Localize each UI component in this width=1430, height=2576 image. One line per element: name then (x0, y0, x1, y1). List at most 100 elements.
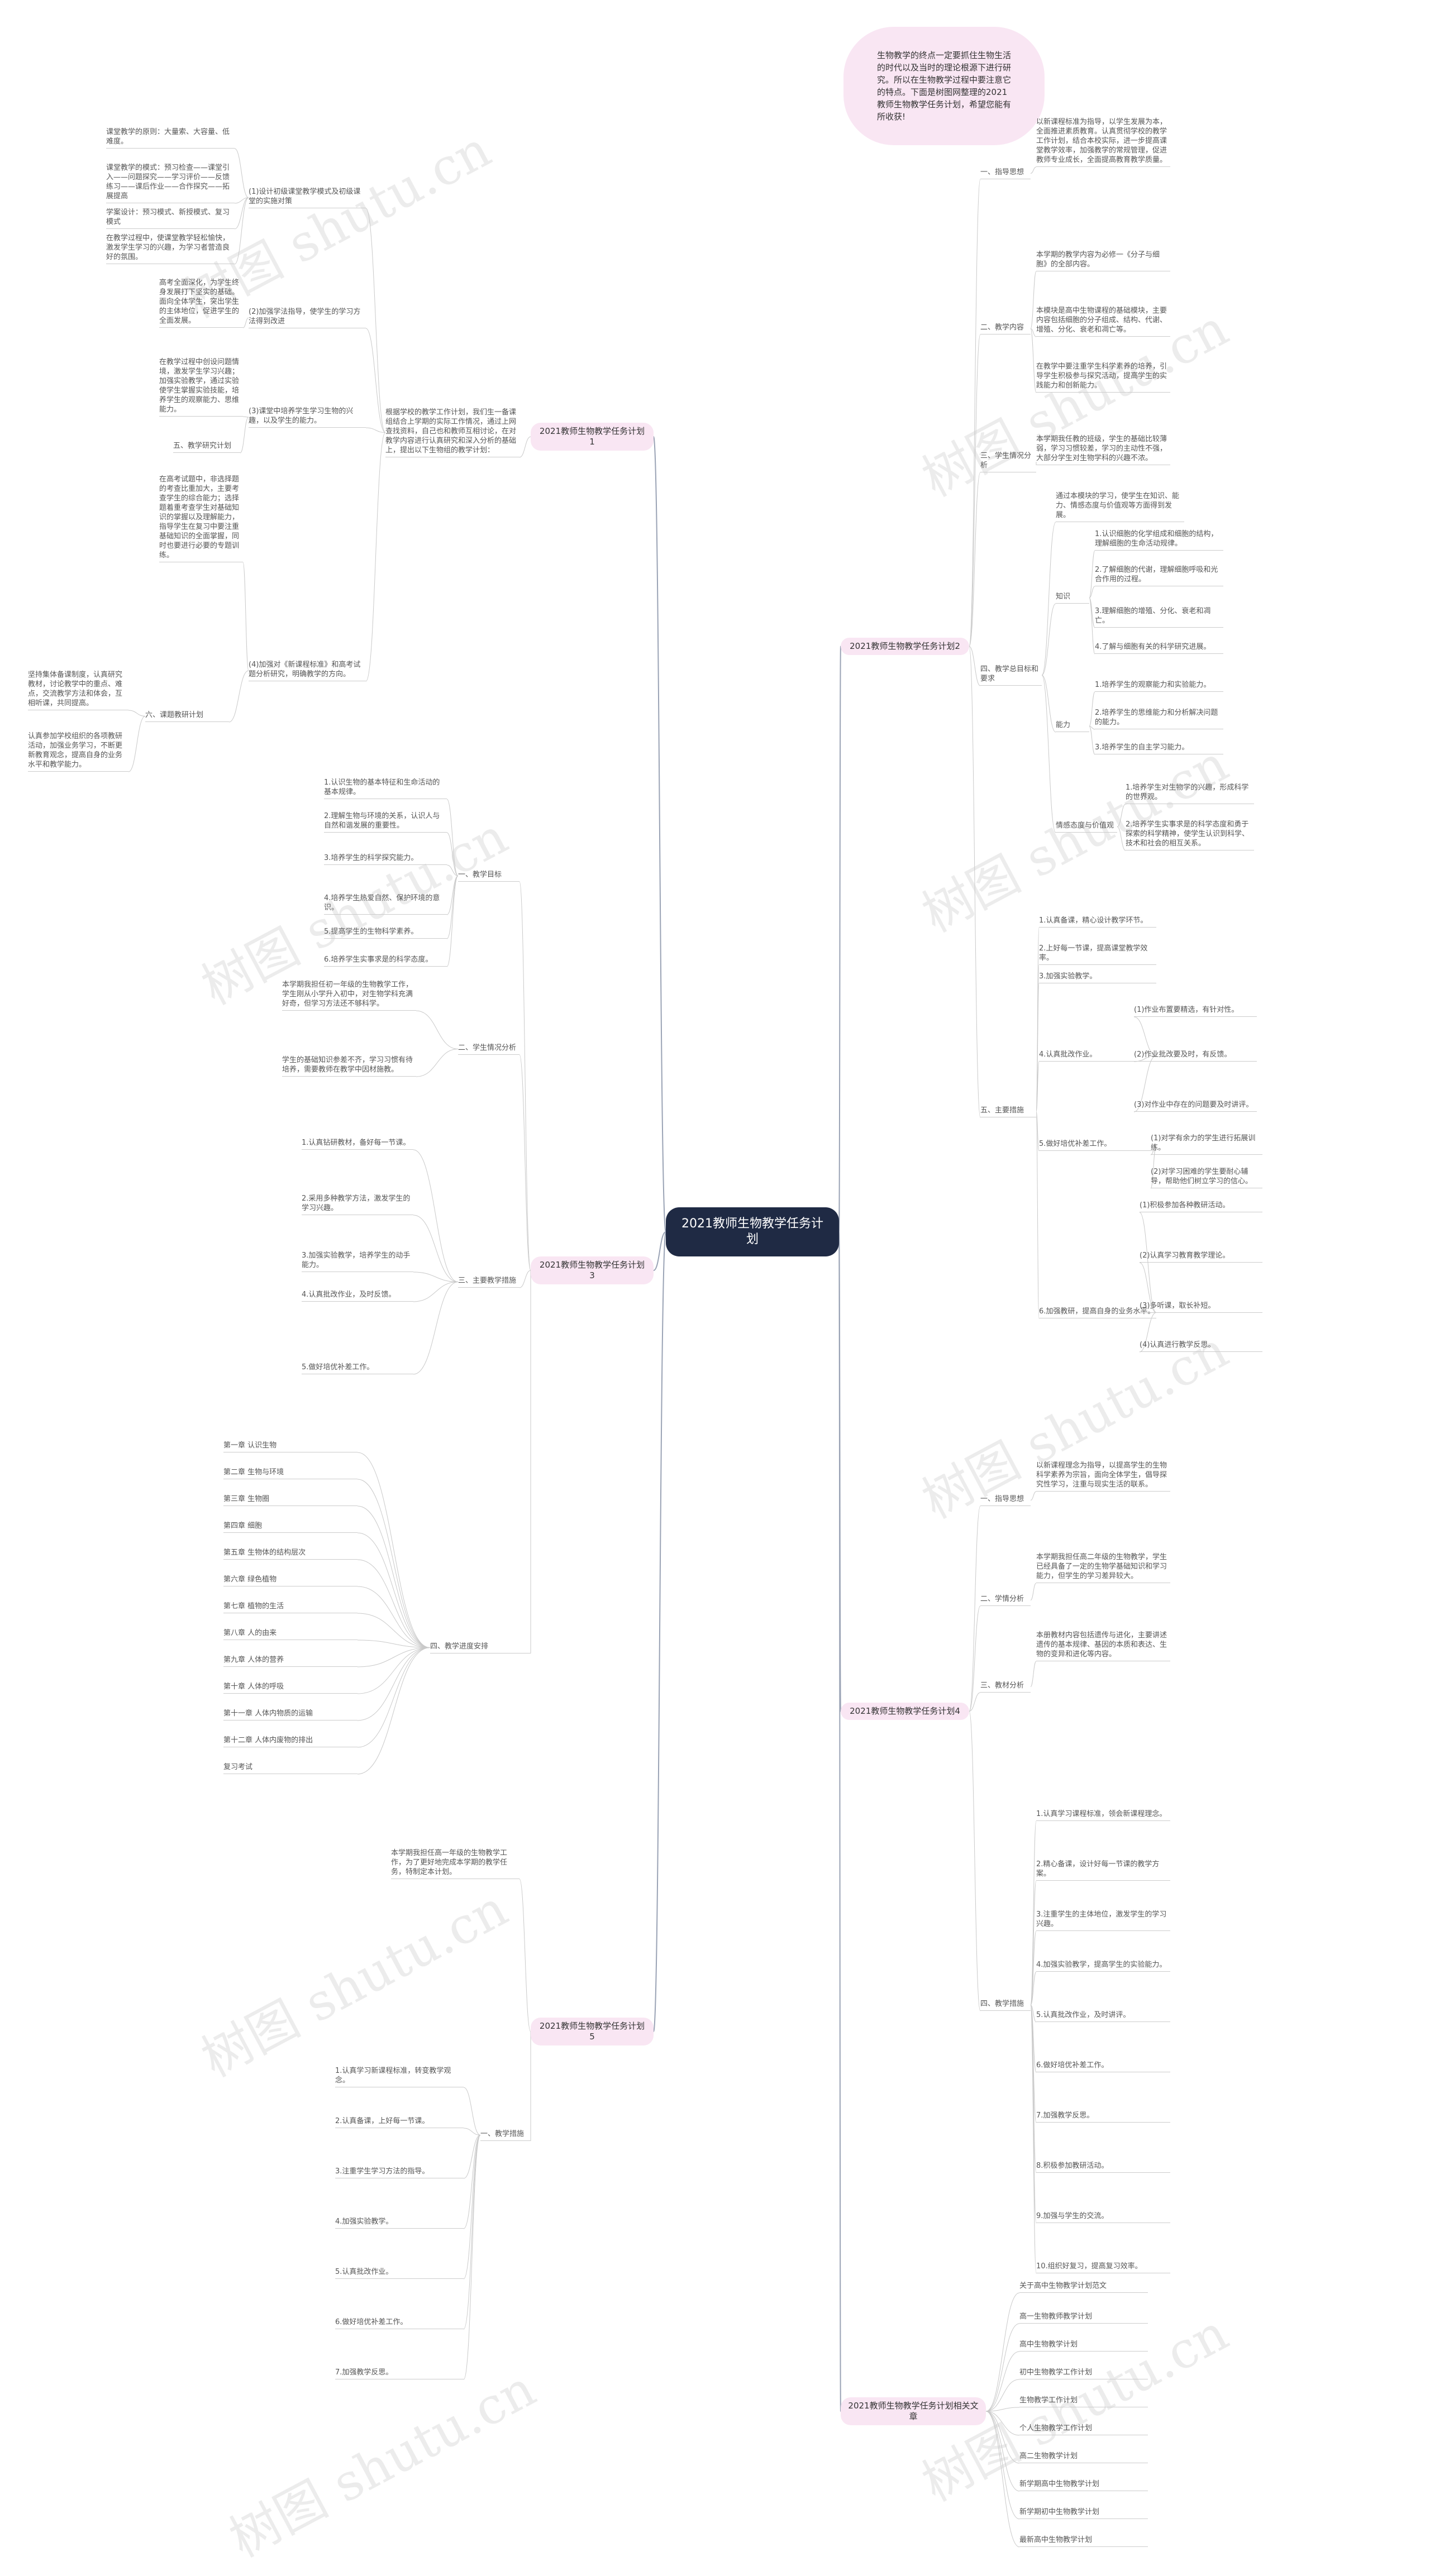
topic-node[interactable]: 四、教学总目标和要求 (980, 665, 1042, 686)
topic-node[interactable]: 通过本模块的学习，使学生在知识、能力、情感态度与价值观等方面得到发展。 (1056, 491, 1184, 522)
topic-node[interactable]: 6.培养学生实事求是的科学态度。 (324, 955, 447, 967)
branch-topic[interactable]: 2021教师生物教学任务计划相关文章 (841, 2397, 986, 2425)
topic-node[interactable]: 知识 (1056, 592, 1089, 604)
central-topic[interactable]: 2021教师生物教学任务计划 (666, 1207, 839, 1256)
topic-node[interactable]: 6.做好培优补差工作。 (1036, 2061, 1170, 2072)
topic-node[interactable]: 三、学生情况分析 (980, 451, 1036, 472)
topic-node[interactable]: 5.认真批改作业。 (335, 2267, 464, 2279)
topic-node[interactable]: 1.认真钻研教材，备好每一节课。 (302, 1138, 413, 1150)
topic-node[interactable]: 第四章 细胞 (223, 1521, 358, 1533)
topic-node[interactable]: 1.培养学生对生物学的兴趣，形成科学的世界观。 (1126, 783, 1254, 804)
topic-node[interactable]: 2.培养学生实事求是的科学态度和勇于探索的科学精神，使学生认识到科学、技术和社会… (1126, 820, 1254, 850)
topic-node[interactable]: 新学期高中生物教学计划 (1019, 2479, 1148, 2491)
topic-node[interactable]: (3)多听课，取长补短。 (1140, 1301, 1262, 1313)
topic-node[interactable]: (2)认真学习教育教学理论。 (1140, 1251, 1262, 1263)
topic-node[interactable]: 6.加强教研，提高自身的业务水平。 (1039, 1307, 1156, 1318)
topic-node[interactable]: 在高考试题中，非选择题的考查比重加大，主要考查学生的综合能力；选择题着重考查学生… (159, 475, 243, 562)
topic-node[interactable]: 四、教学进度安排 (430, 1642, 531, 1653)
topic-node[interactable]: 坚持集体备课制度，认真研究教材，讨论教学中的重点、难点，交流教学方法和体会，互相… (28, 670, 128, 710)
topic-node[interactable]: (2)对学习困难的学生要耐心辅导，帮助他们树立学习的信心。 (1151, 1167, 1262, 1188)
topic-node[interactable]: 本学期我任教的班级，学生的基础比较薄弱，学习习惯较差，学习的主动性不强，大部分学… (1036, 434, 1170, 465)
topic-node[interactable]: 六、课题教研计划 (145, 710, 229, 722)
branch-topic[interactable]: 2021教师生物教学任务计划1 (531, 423, 654, 451)
topic-node[interactable]: 5.认真批改作业，及时讲评。 (1036, 2010, 1170, 2022)
topic-node[interactable]: 10.组织好复习，提高复习效率。 (1036, 2262, 1170, 2273)
topic-node[interactable]: 学案设计：预习模式、新授模式、复习模式 (106, 208, 235, 229)
topic-node[interactable]: 3.培养学生的科学探究能力。 (324, 853, 447, 865)
topic-node[interactable]: 1.认真学习课程标准，领会新课程理念。 (1036, 1809, 1170, 1821)
topic-node[interactable]: 5.做好培优补差工作。 (1039, 1139, 1156, 1151)
topic-node[interactable]: 5.提高学生的生物科学素养。 (324, 927, 447, 939)
topic-node[interactable]: 高一生物教师教学计划 (1019, 2312, 1148, 2324)
topic-node[interactable]: (1)对学有余力的学生进行拓展训练。 (1151, 1134, 1262, 1155)
topic-node[interactable]: (1)设计初级课堂教学模式及初级课堂的实施对策 (249, 187, 366, 208)
topic-node[interactable]: (1)积极参加各种教研活动。 (1140, 1201, 1262, 1212)
topic-node[interactable]: 课堂教学的原则：大量索、大容量、低难度。 (106, 127, 235, 149)
topic-node[interactable]: 第十二章 人体内废物的排出 (223, 1736, 358, 1747)
topic-node[interactable]: 1.认真备课，精心设计教学环节。 (1039, 916, 1156, 928)
topic-node[interactable]: 最新高中生物教学计划 (1019, 2535, 1148, 2547)
topic-node[interactable]: 以新课程理念为指导，以提高学生的生物科学素养为宗旨，面向全体学生，倡导探究性学习… (1036, 1461, 1170, 1492)
topic-node[interactable]: 能力 (1056, 720, 1089, 732)
topic-node[interactable]: 二、教学内容 (980, 323, 1031, 334)
topic-node[interactable]: 第十章 人体的呼吸 (223, 1682, 358, 1694)
topic-node[interactable]: 2.精心备课，设计好每一节课的教学方案。 (1036, 1860, 1170, 1881)
topic-node[interactable]: 3.注重学生的主体地位，激发学生的学习兴趣。 (1036, 1910, 1170, 1931)
topic-node[interactable]: 高二生物教学计划 (1019, 2451, 1148, 2463)
topic-node[interactable]: (4)加强对《新课程标准》和高考试题分析研究，明确教学的方向。 (249, 660, 366, 681)
topic-node[interactable]: 1.认真学习新课程标准，转变教学观念。 (335, 2066, 464, 2087)
topic-node[interactable]: 新学期初中生物教学计划 (1019, 2507, 1148, 2519)
topic-node[interactable]: 第八章 人的由来 (223, 1628, 358, 1640)
topic-node[interactable]: 高考全面深化，为学生终身发展打下坚实的基础。面向全体学生，突出学生的主体地位，促… (159, 278, 243, 328)
topic-node[interactable]: 第二章 生物与环境 (223, 1468, 358, 1479)
topic-node[interactable]: 4.认真批改作业。 (1039, 1050, 1156, 1062)
topic-node[interactable]: 四、教学措施 (980, 1999, 1031, 2011)
topic-node[interactable]: (4)认真进行教学反思。 (1140, 1340, 1262, 1352)
topic-node[interactable]: 第七章 植物的生活 (223, 1602, 358, 1613)
topic-node[interactable]: 3.加强实验教学，培养学生的动手能力。 (302, 1251, 413, 1272)
topic-node[interactable]: 个人生物教学工作计划 (1019, 2424, 1148, 2435)
topic-node[interactable]: 3.注重学生学习方法的指导。 (335, 2167, 464, 2178)
topic-node[interactable]: 一、教学目标 (458, 870, 519, 882)
topic-node[interactable]: (2)加强学法指导，使学生的学习方法得到改进 (249, 307, 366, 328)
topic-node[interactable]: 在教学过程中，使课堂教学轻松愉快，激发学生学习的兴趣，为学习者营造良好的氛围。 (106, 233, 235, 264)
branch-topic[interactable]: 2021教师生物教学任务计划4 (841, 1703, 969, 1720)
topic-node[interactable]: 6.做好培优补差工作。 (335, 2317, 464, 2329)
topic-node[interactable]: 二、学情分析 (980, 1594, 1031, 1606)
topic-node[interactable]: 4.了解与细胞有关的科学研究进展。 (1095, 642, 1223, 654)
intro-bubble[interactable]: 生物教学的终点一定要抓住生物生活的时代以及当时的理论根源下进行研究。所以在生物教… (843, 27, 1045, 145)
topic-node[interactable]: 2.理解生物与环境的关系，认识人与自然和谐发展的重要性。 (324, 811, 447, 833)
topic-node[interactable]: 在教学过程中创设问题情境，激发学生学习兴趣；加强实验教学，通过实验使学生掌握实验… (159, 357, 243, 417)
topic-node[interactable]: (3)课堂中培养学生学习生物的兴趣，以及学生的能力。 (249, 407, 366, 428)
topic-node[interactable]: 7.加强教学反思。 (1036, 2111, 1170, 2123)
topic-node[interactable]: 2.了解细胞的代谢，理解细胞呼吸和光合作用的过程。 (1095, 565, 1223, 586)
topic-node[interactable]: (2)作业批改要及时，有反馈。 (1134, 1050, 1257, 1062)
topic-node[interactable]: 复习考试 (223, 1762, 358, 1774)
topic-node[interactable]: 3.培养学生的自主学习能力。 (1095, 743, 1223, 754)
topic-node[interactable]: 4.培养学生热爱自然、保护环境的意识。 (324, 893, 447, 915)
topic-node[interactable]: 根据学校的教学工作计划，我们生一备课组结合上学期的实际工作情况，通过上网查找资料… (385, 408, 519, 457)
topic-node[interactable]: 本学期的教学内容为必修一《分子与细胞》的全部内容。 (1036, 250, 1170, 271)
topic-node[interactable]: 1.认识细胞的化学组成和细胞的结构，理解细胞的生命活动规律。 (1095, 529, 1223, 551)
topic-node[interactable]: 第五章 生物体的结构层次 (223, 1548, 358, 1560)
branch-topic[interactable]: 2021教师生物教学任务计划2 (841, 638, 969, 655)
topic-node[interactable]: 本模块是高中生物课程的基础模块，主要内容包括细胞的分子组成、结构、代谢、增殖、分… (1036, 306, 1170, 337)
topic-node[interactable]: 2.培养学生的思维能力和分析解决问题的能力。 (1095, 708, 1223, 729)
topic-node[interactable]: 一、指导思想 (980, 1494, 1031, 1506)
topic-node[interactable]: 本学期我担任高二年级的生物教学，学生已经具备了一定的生物学基础知识和学习能力，但… (1036, 1552, 1170, 1583)
topic-node[interactable]: 第九章 人体的营养 (223, 1655, 358, 1667)
topic-node[interactable]: 第三章 生物圈 (223, 1494, 358, 1506)
topic-node[interactable]: 2.采用多种教学方法，激发学生的学习兴趣。 (302, 1194, 413, 1215)
branch-topic[interactable]: 2021教师生物教学任务计划5 (531, 2018, 654, 2045)
topic-node[interactable]: 第一章 认识生物 (223, 1441, 358, 1452)
topic-node[interactable]: 一、指导思想 (980, 168, 1031, 179)
topic-node[interactable]: 以新课程标准为指导，以学生发展为本，全面推进素质教育。认真贯彻学校的教学工作计划… (1036, 117, 1170, 167)
topic-node[interactable]: 课堂教学的模式：预习检查——课堂引入——问题探究——学习评价——反馈练习——课后… (106, 163, 235, 203)
topic-node[interactable]: 一、教学措施 (480, 2129, 531, 2141)
topic-node[interactable]: 1.培养学生的观察能力和实验能力。 (1095, 680, 1223, 692)
topic-node[interactable]: 本学期我担任初一年级的生物教学工作，学生刚从小学升入初中，对生物学科充满好奇，但… (282, 980, 416, 1011)
topic-node[interactable]: 本册教材内容包括遗传与进化，主要讲述遗传的基本规律、基因的本质和表达、生物的变异… (1036, 1631, 1170, 1661)
topic-node[interactable]: 五、主要措施 (980, 1106, 1036, 1117)
topic-node[interactable]: (3)对作业中存在的问题要及时讲评。 (1134, 1100, 1257, 1112)
topic-node[interactable]: 4.加强实验教学，提高学生的实验能力。 (1036, 1960, 1170, 1972)
